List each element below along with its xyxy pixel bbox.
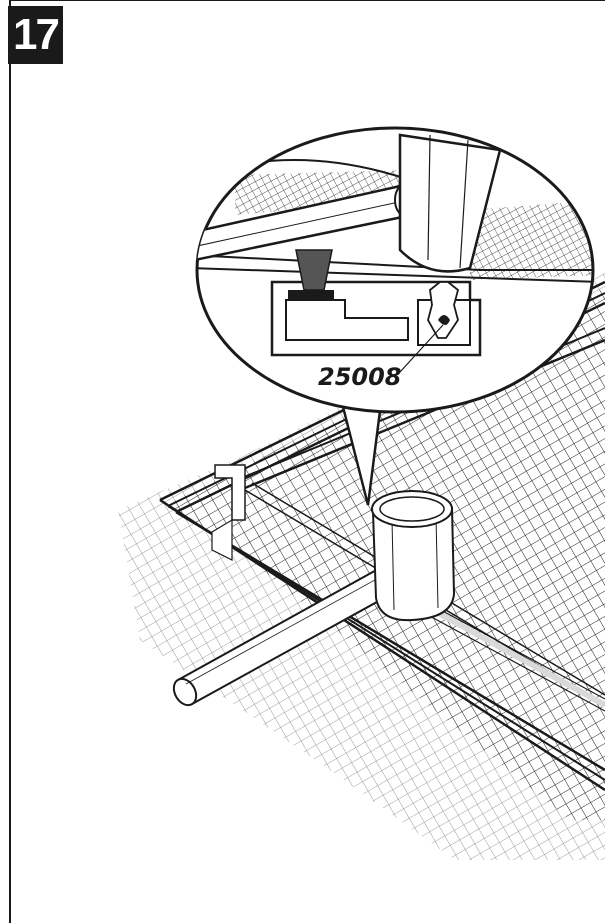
mallet-icon [172, 490, 456, 707]
part-number-label: 25008 [318, 363, 402, 391]
page-frame [9, 0, 605, 923]
detail-callout: 25008 [195, 126, 595, 506]
step-number-badge: 17 [8, 6, 63, 64]
